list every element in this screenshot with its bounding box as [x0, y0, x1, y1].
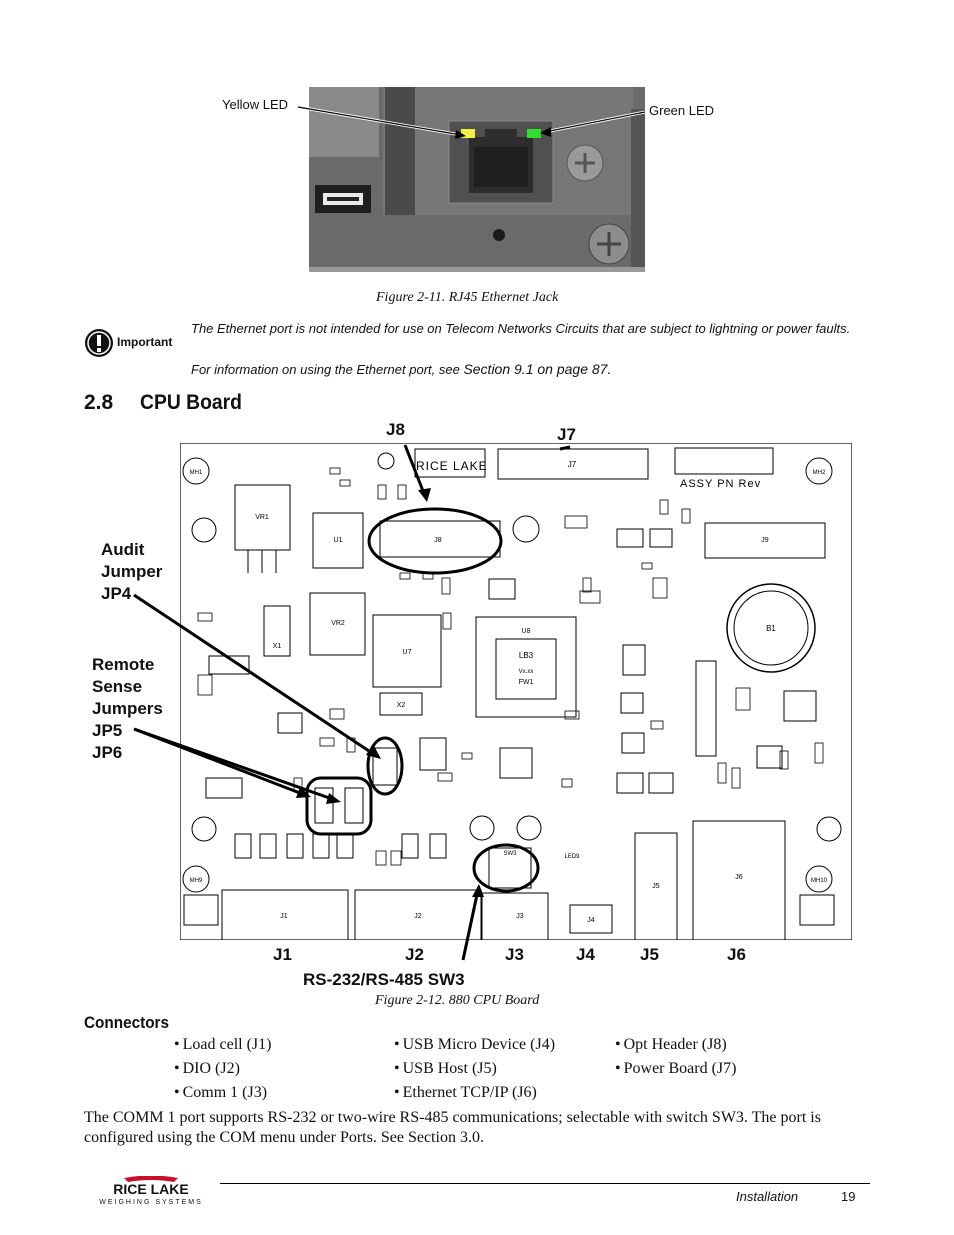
svg-text:VR1: VR1 — [255, 514, 269, 521]
audit-jumper-label: Audit Jumper JP4 — [101, 540, 163, 603]
green-led — [527, 129, 541, 138]
svg-text:SW3: SW3 — [503, 851, 517, 857]
svg-text:J6: J6 — [735, 874, 743, 881]
svg-text:U7: U7 — [403, 649, 412, 656]
label-j5: J5 — [640, 945, 659, 964]
svg-text:MH1: MH1 — [190, 470, 203, 476]
comm-paragraph: The COMM 1 port supports RS-232 or two-w… — [84, 1109, 821, 1146]
svg-text:J7: J7 — [568, 460, 577, 469]
label-j4: J4 — [576, 945, 595, 964]
svg-text:RICE LAKE: RICE LAKE — [416, 459, 488, 473]
svg-text:X2: X2 — [397, 702, 406, 709]
svg-text:J9: J9 — [761, 537, 769, 544]
important-text: The Ethernet port is not intended for us… — [191, 321, 851, 336]
svg-text:VR2: VR2 — [331, 620, 345, 627]
list-item: USB Micro Device (J4) — [394, 1033, 555, 1057]
svg-text:ASSY PN Rev: ASSY PN Rev — [680, 478, 761, 490]
label-j3: J3 — [505, 945, 524, 964]
remote-sense-label: Remote Sense Jumpers JP5 JP6 — [92, 655, 163, 762]
svg-text:MH10: MH10 — [811, 878, 828, 884]
important-text-2: For information on using the Ethernet po… — [191, 361, 612, 377]
list-item: Load cell (J1) — [174, 1033, 272, 1057]
label-j1: J1 — [273, 945, 292, 964]
footer-rule — [220, 1183, 870, 1184]
svg-text:J4: J4 — [587, 917, 595, 924]
section-link[interactable]: Section 9.1 on page 87. — [463, 361, 612, 377]
list-item: Opt Header (J8) — [615, 1033, 736, 1057]
svg-text:U1: U1 — [334, 537, 343, 544]
figure-2-11-caption: Figure 2-11. RJ45 Ethernet Jack — [376, 290, 559, 305]
connectors-list-2: USB Micro Device (J4) USB Host (J5) Ethe… — [394, 1033, 555, 1105]
led-callout-lines — [297, 105, 646, 139]
svg-text:J2: J2 — [414, 913, 422, 920]
svg-text:RICE LAKE: RICE LAKE — [113, 1181, 188, 1197]
svg-text:Vx.xx: Vx.xx — [519, 669, 534, 675]
svg-text:X1: X1 — [273, 643, 282, 650]
green-led-label: Green LED — [649, 103, 715, 118]
label-j8: J8 — [386, 420, 405, 439]
svg-text:U8: U8 — [522, 628, 531, 635]
important-icon — [84, 328, 114, 358]
connectors-heading: Connectors — [84, 1013, 170, 1032]
sw3-label: RS-232/RS-485 SW3 — [303, 970, 465, 989]
svg-text:MH9: MH9 — [190, 878, 203, 884]
connectors-list-3: Opt Header (J8) Power Board (J7) — [615, 1033, 737, 1081]
rice-lake-logo: RICE LAKE WEIGHING SYSTEMS — [84, 1175, 218, 1206]
list-item: Comm 1 (J3) — [174, 1081, 271, 1105]
svg-text:FW1: FW1 — [519, 679, 534, 686]
rj45-photo — [309, 87, 645, 272]
cpu-board-diagram: MH1 MH2 MH9 MH10 RICE LAKE J7 ASSY PN Re… — [179, 442, 853, 941]
svg-text:LED9: LED9 — [564, 854, 580, 860]
svg-text:WEIGHING SYSTEMS: WEIGHING SYSTEMS — [99, 1199, 203, 1206]
label-j2: J2 — [405, 945, 424, 964]
board-callout-lines — [133, 444, 571, 961]
connectors-list-1: Load cell (J1) DIO (J2) Comm 1 (J3) — [174, 1033, 272, 1105]
list-item: Ethernet TCP/IP (J6) — [394, 1081, 555, 1105]
figure-2-12-caption: Figure 2-12. 880 CPU Board — [375, 993, 540, 1008]
svg-text:J5: J5 — [652, 883, 660, 890]
list-item: Power Board (J7) — [615, 1057, 737, 1081]
page-number: 19 — [841, 1189, 856, 1204]
svg-text:J3: J3 — [516, 913, 524, 920]
label-j7: J7 — [557, 425, 576, 444]
svg-text:B1: B1 — [766, 624, 776, 633]
svg-text:J8: J8 — [434, 537, 442, 544]
section-title: CPU Board — [140, 391, 242, 414]
svg-text:LB3: LB3 — [519, 651, 534, 660]
svg-text:MH2: MH2 — [813, 470, 826, 476]
list-item: USB Host (J5) — [394, 1057, 555, 1081]
footer-section: Installation — [736, 1189, 799, 1204]
important-label: Important — [117, 335, 173, 349]
svg-text:J1: J1 — [280, 913, 288, 920]
section-number: 2.8 — [84, 391, 114, 414]
label-j6: J6 — [727, 945, 746, 964]
yellow-led — [461, 129, 475, 138]
yellow-led-label: Yellow LED — [222, 97, 289, 112]
list-item: DIO (J2) — [174, 1057, 271, 1081]
